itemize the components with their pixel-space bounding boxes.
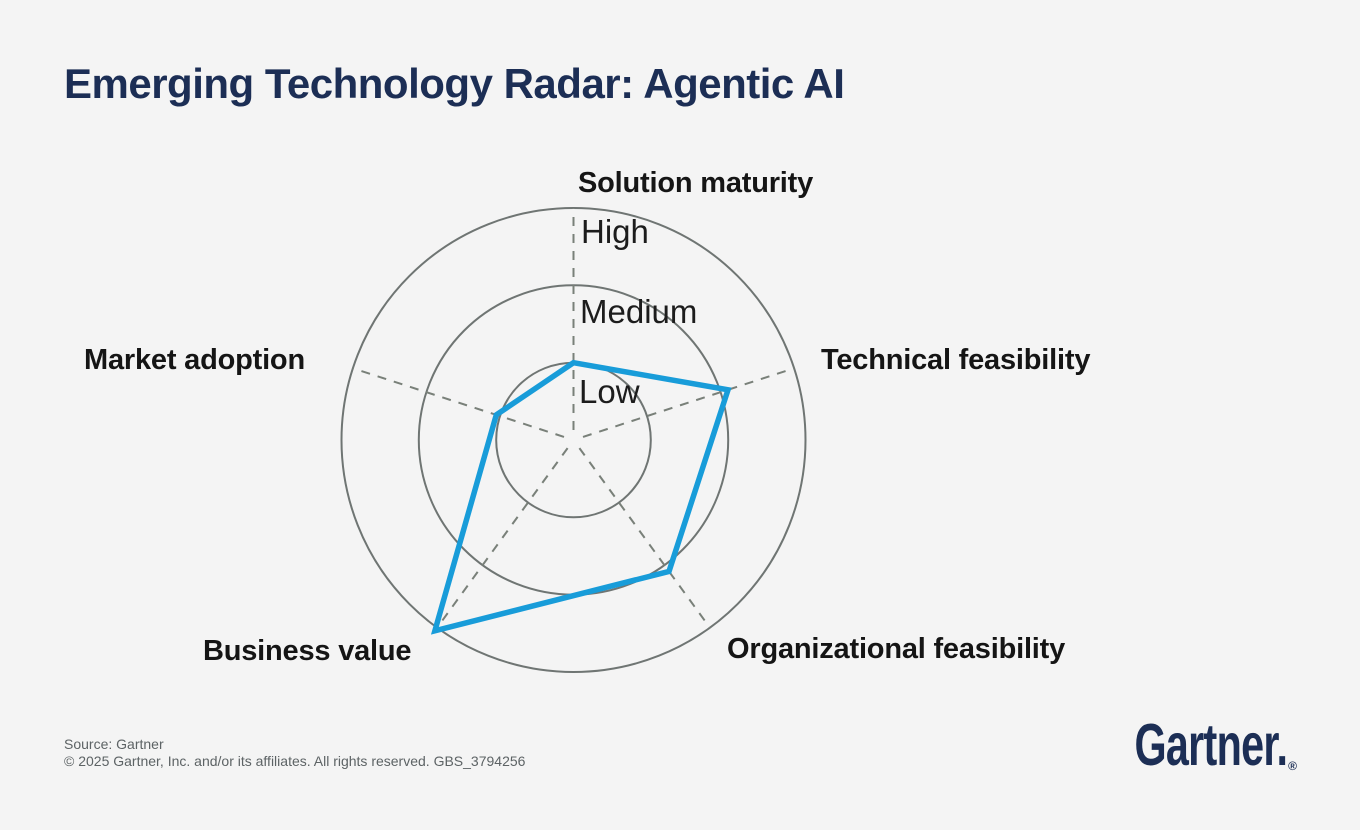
copyright-text: © 2025 Gartner, Inc. and/or its affiliat… [64,753,526,769]
axis-label-organizational-feasibility: Organizational feasibility [727,633,1066,665]
registered-trademark-icon: ® [1288,759,1297,773]
ring-label-low: Low [579,373,640,410]
axis-line-2 [578,447,711,629]
ring-label-medium: Medium [580,293,698,330]
axis-line-3 [436,447,569,629]
page-title: Emerging Technology Radar: Agentic AI [64,60,845,107]
gartner-logo: Gartner. ® [1069,716,1297,775]
axis-label-solution-maturity: Solution maturity [578,167,814,199]
ring-label-high: High [581,213,649,250]
footer: Source: Gartner © 2025 Gartner, Inc. and… [64,736,525,770]
gartner-wordmark: Gartner. [1134,712,1288,778]
axis-label-market-adoption: Market adoption [84,344,305,376]
data-polygon [430,359,732,635]
axis-label-technical-feasibility: Technical feasibility [821,344,1091,376]
axis-line-4 [352,367,565,438]
ring-circle-3 [340,207,807,673]
ring-circle-2 [417,284,730,596]
axis-line-1 [582,367,795,438]
source-text: Source: Gartner [64,736,164,752]
axis-label-business-value: Business value [203,635,412,667]
